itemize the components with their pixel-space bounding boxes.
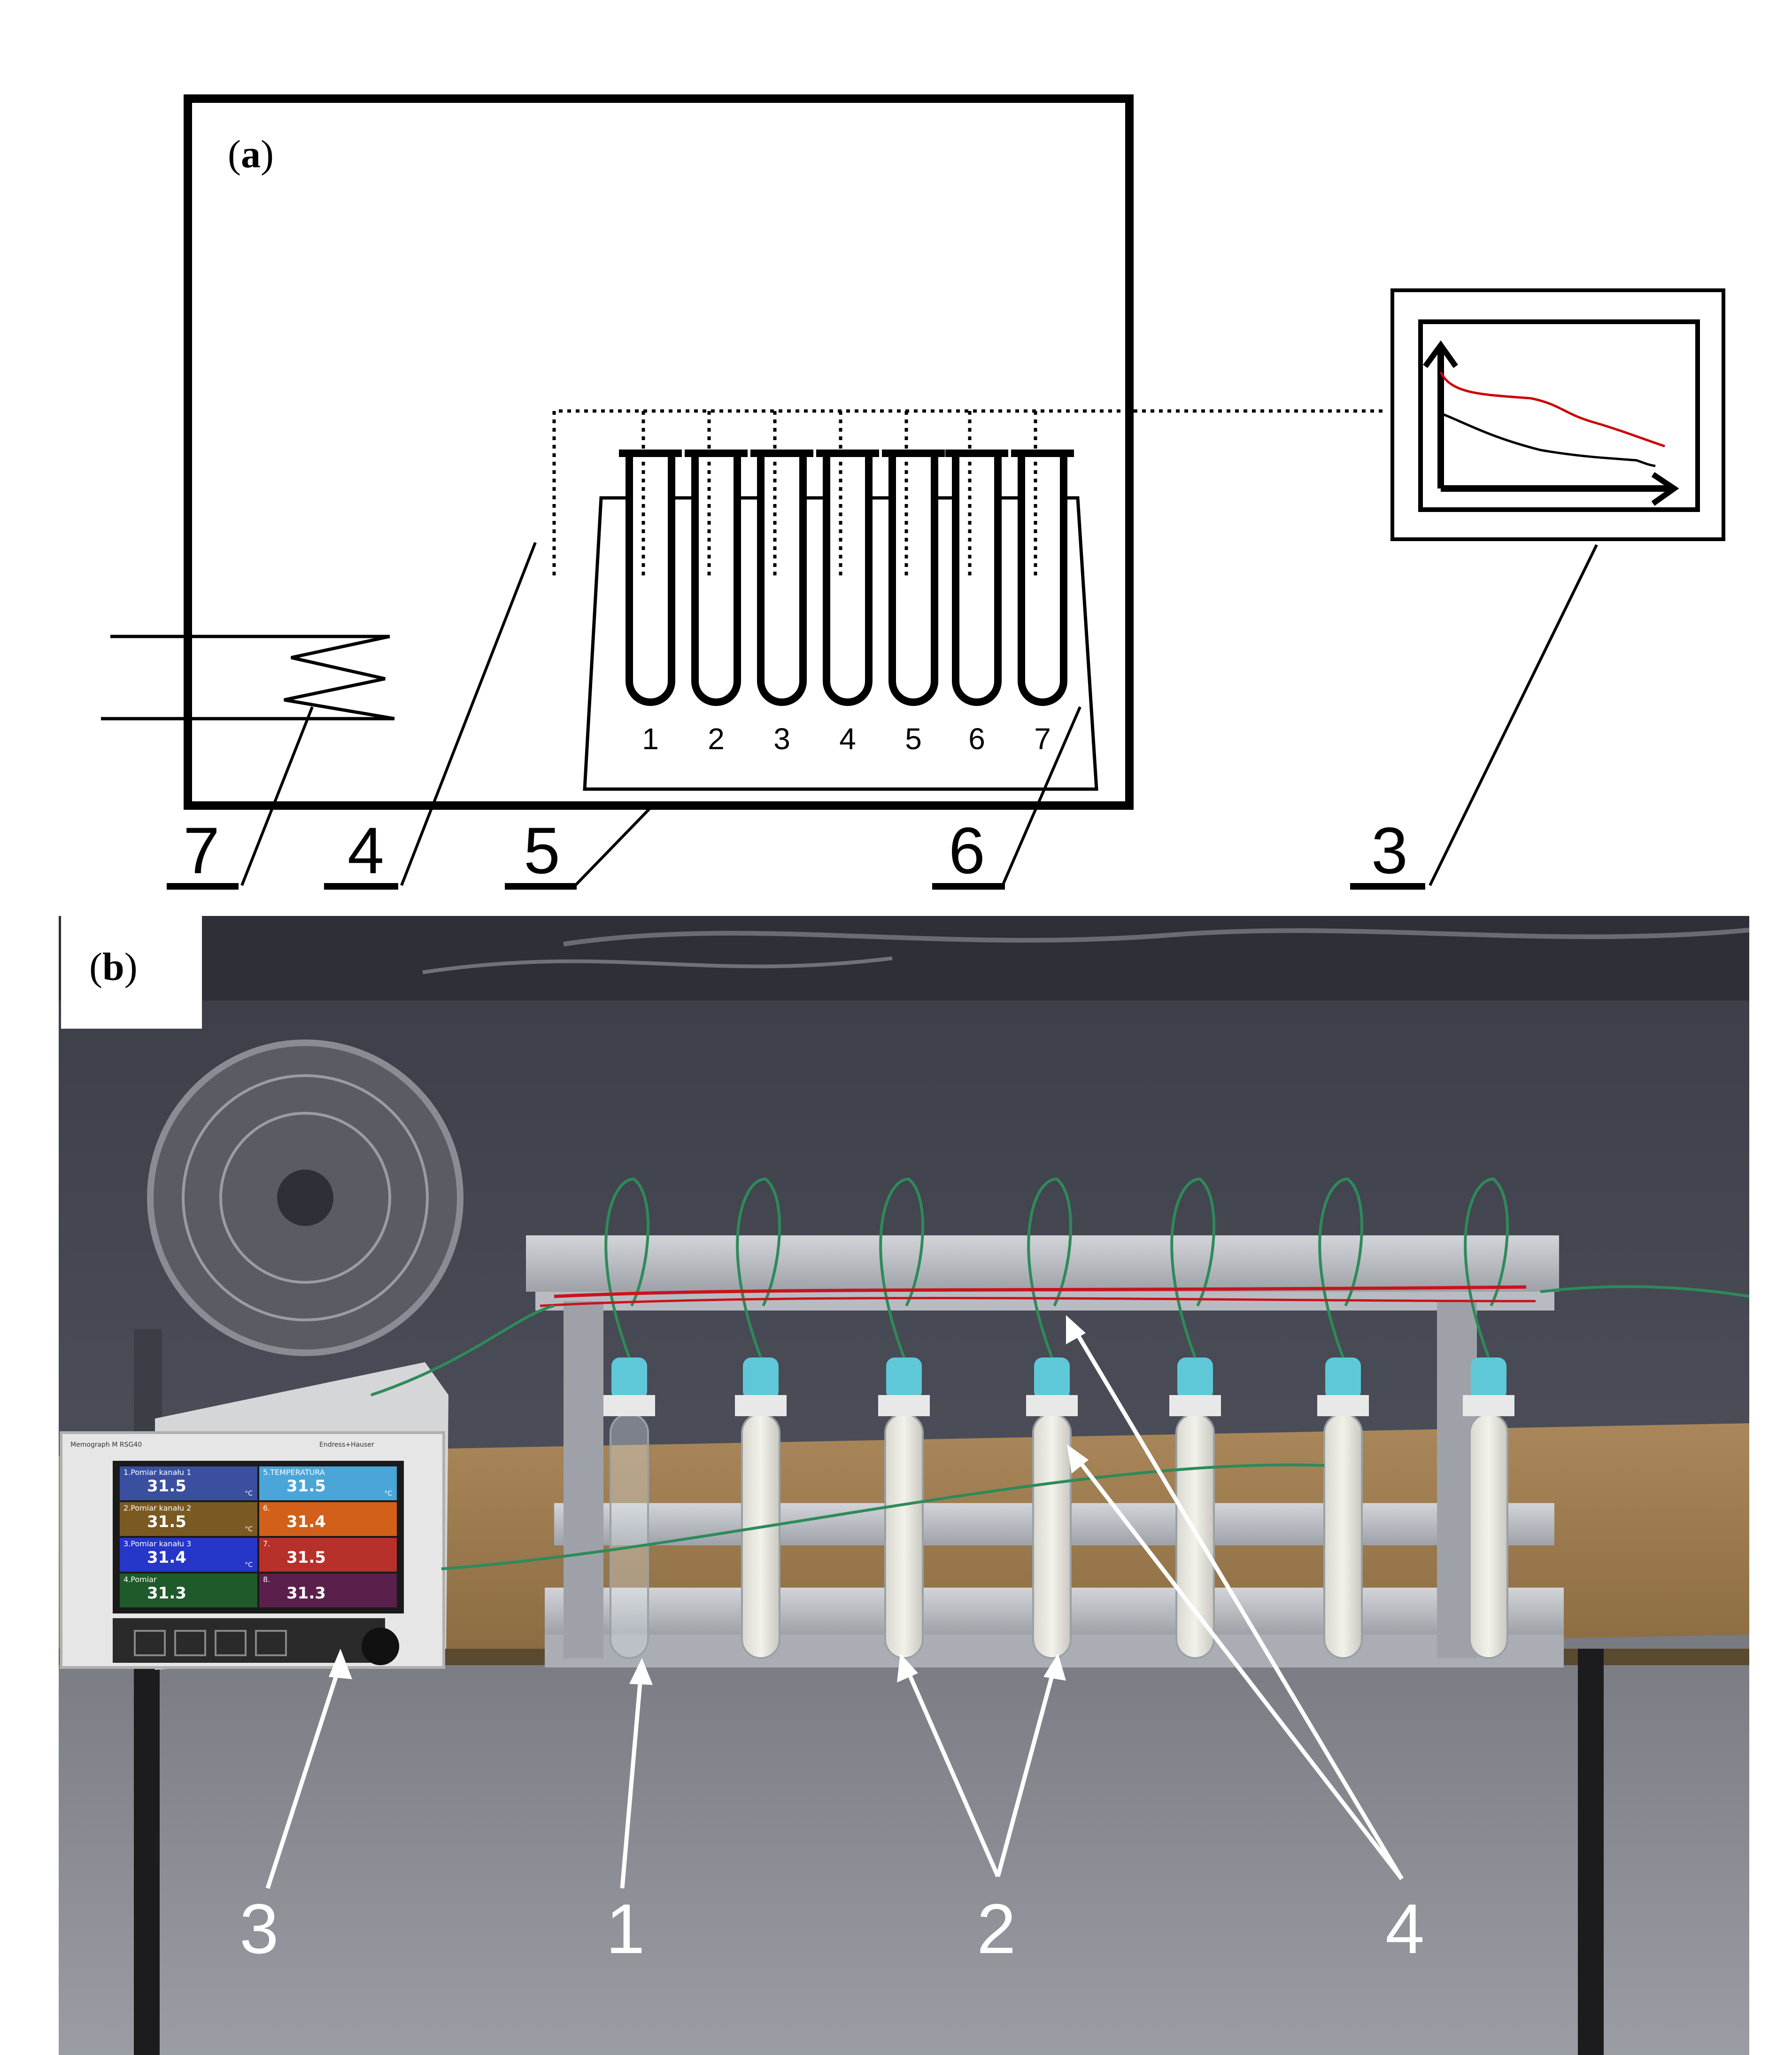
callout-b-3: 3 bbox=[239, 1889, 279, 1968]
recorder-channel-value: 31.4 bbox=[147, 1548, 186, 1567]
callout-a-4: 4 bbox=[348, 814, 384, 887]
recorder-channel-4: 6. 31.4 bbox=[259, 1502, 397, 1536]
panel-b-label-box bbox=[61, 916, 202, 1029]
recorder-button-2[interactable] bbox=[174, 1630, 206, 1656]
callout-a-6: 6 bbox=[949, 814, 985, 887]
recorder-channel-value: 31.3 bbox=[286, 1584, 326, 1603]
chamber-outline bbox=[184, 94, 1134, 810]
recorder-schematic bbox=[1390, 288, 1725, 541]
recorder-channel-value: 31.3 bbox=[147, 1584, 186, 1603]
callout-leaders bbox=[240, 542, 1598, 887]
recorder-channel-name: 4.Pomiar bbox=[124, 1575, 157, 1584]
test-tube-4 bbox=[823, 453, 873, 706]
panel-a-letter: a bbox=[240, 132, 261, 176]
tube-number-6: 6 bbox=[968, 722, 985, 756]
callout-b-4: 4 bbox=[1385, 1889, 1425, 1968]
panel-a-label: (a) bbox=[228, 132, 274, 176]
plot-trace-lower bbox=[1440, 412, 1656, 467]
recorder-buttons bbox=[134, 1630, 287, 1656]
test-tube-6 bbox=[952, 453, 1002, 706]
panel-b-photo bbox=[59, 916, 1750, 2055]
recorder-channel-unit: °C bbox=[245, 1490, 253, 1497]
callout-a-5: 5 bbox=[524, 814, 560, 887]
test-tube-2 bbox=[691, 453, 741, 706]
recorder-channel-unit: °C bbox=[384, 1490, 392, 1497]
panel-a-schematic: 1 2 3 4 5 6 7 bbox=[101, 94, 1725, 890]
recorder-channel-name: 7. bbox=[263, 1539, 270, 1548]
tube-number-7: 7 bbox=[1034, 722, 1051, 756]
test-tube-7 bbox=[1018, 453, 1067, 706]
test-tube-5 bbox=[888, 453, 938, 706]
recorder-channel-8: 8. 31.3 bbox=[259, 1574, 397, 1607]
photo-wires bbox=[371, 1285, 1750, 1570]
callout-b-2: 2 bbox=[977, 1889, 1016, 1968]
recorder-button-3[interactable] bbox=[215, 1630, 247, 1656]
panel-b-letter: b bbox=[102, 945, 124, 989]
tube-number-1: 1 bbox=[642, 722, 659, 756]
test-tube-3 bbox=[757, 453, 807, 706]
photo-tube-1 bbox=[603, 1177, 655, 1659]
photo-arrows bbox=[265, 1315, 1404, 1889]
photo-tube-2 bbox=[735, 1177, 787, 1659]
callout-b-1: 1 bbox=[606, 1889, 645, 1968]
recorder-knob[interactable] bbox=[362, 1628, 399, 1665]
test-tubes: 1 2 3 4 5 6 7 bbox=[619, 450, 1074, 756]
photo-tube-7 bbox=[1463, 1177, 1514, 1659]
recorder-channel-unit: °C bbox=[245, 1561, 253, 1569]
recorder-brand-left: Memograph M RSG40 bbox=[70, 1441, 142, 1449]
tube-number-3: 3 bbox=[773, 722, 790, 756]
fan bbox=[134, 1039, 463, 1433]
thermocouple-wires bbox=[552, 409, 1385, 575]
recorder-button-4[interactable] bbox=[255, 1630, 287, 1656]
photo-tube-4 bbox=[1026, 1177, 1078, 1659]
recorder-channel-value: 31.5 bbox=[286, 1477, 326, 1496]
recorder-channel-name: 6. bbox=[263, 1504, 270, 1512]
recorder-channel-value: 31.5 bbox=[147, 1512, 186, 1531]
heater bbox=[101, 635, 395, 721]
test-tube-1 bbox=[626, 453, 675, 706]
tube-number-4: 4 bbox=[839, 722, 856, 756]
recorder-channel-name: 1.Pomiar kanału 1 bbox=[124, 1468, 192, 1477]
plot-trace-upper bbox=[1439, 371, 1665, 448]
recorder-channel-name: 2.Pomiar kanału 2 bbox=[124, 1504, 192, 1512]
tube-number-5: 5 bbox=[905, 722, 922, 756]
recorder-channel-name: 3.Pomiar kanału 3 bbox=[124, 1539, 192, 1548]
tube-number-2: 2 bbox=[708, 722, 725, 756]
panel-b-label: (b) bbox=[89, 945, 138, 989]
recorder-channel-name: 5.TEMPERATURA bbox=[263, 1468, 325, 1477]
recorder-channel-6: 7. 31.5 bbox=[259, 1538, 397, 1572]
photo-tube-3 bbox=[878, 1177, 930, 1659]
recorder-channel-name: 8. bbox=[263, 1575, 270, 1584]
recorder-channel-value: 31.5 bbox=[286, 1548, 326, 1567]
recorder-channel-value: 31.5 bbox=[147, 1477, 186, 1496]
recorder-channel-value: 31.4 bbox=[286, 1512, 326, 1531]
recorder-channel-unit: °C bbox=[245, 1526, 253, 1533]
callout-a-3: 3 bbox=[1371, 814, 1408, 887]
recorder-brand-right: Endress+Hauser bbox=[319, 1441, 374, 1449]
callout-a-7: 7 bbox=[183, 814, 220, 887]
photo-tube-6 bbox=[1317, 1177, 1369, 1659]
recorder-button-1[interactable] bbox=[134, 1630, 166, 1656]
